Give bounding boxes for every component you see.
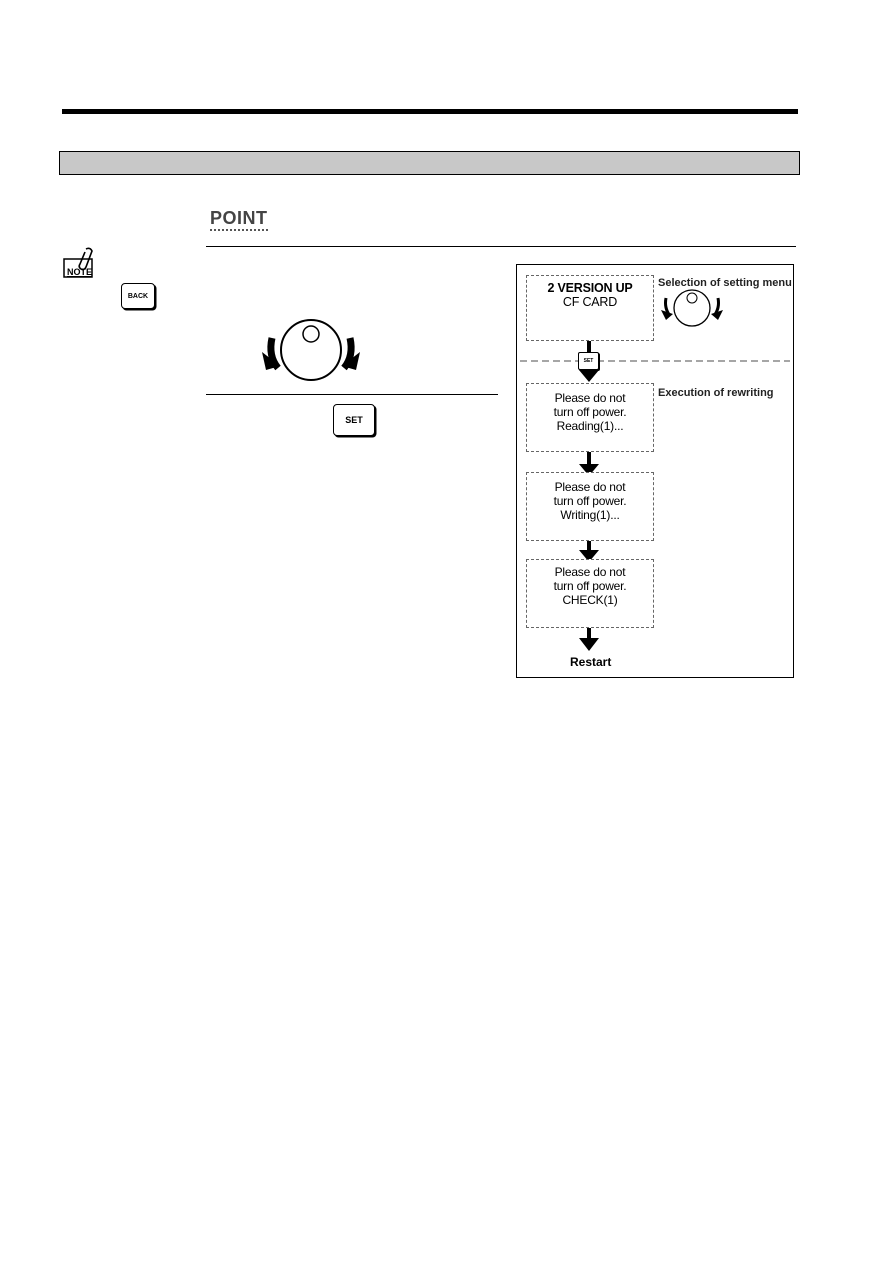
flow-set-key: SET <box>578 352 599 370</box>
label-execution-of-rewriting: Execution of rewriting <box>658 387 774 399</box>
flow-box-version-up: 2 VERSION UP CF CARD <box>526 275 654 341</box>
flow-box-line: 2 VERSION UP <box>547 281 633 295</box>
point-heading: POINT <box>210 208 268 231</box>
back-key: BACK <box>121 283 155 309</box>
section-divider <box>206 394 498 395</box>
flow-box-line: CF CARD <box>562 295 618 309</box>
section-title-bar <box>59 151 800 175</box>
set-key: SET <box>333 404 375 436</box>
flow-box-line: Please do not <box>554 565 626 579</box>
jog-dial-icon <box>262 319 360 381</box>
note-icon: NOTE <box>63 247 93 278</box>
flow-box-check: Please do not turn off power. CHECK(1) <box>526 559 654 628</box>
point-rule <box>206 246 796 247</box>
flow-end-restart: Restart <box>570 655 612 669</box>
flow-box-line: Please do not <box>554 480 626 494</box>
flow-box-line: turn off power. <box>553 579 627 593</box>
top-rule <box>62 109 798 114</box>
note-label: NOTE <box>67 267 92 277</box>
flow-box-line: Writing(1)... <box>560 508 620 522</box>
flow-box-line: turn off power. <box>553 494 627 508</box>
flow-box-reading: Please do not turn off power. Reading(1)… <box>526 383 654 452</box>
flow-box-writing: Please do not turn off power. Writing(1)… <box>526 472 654 541</box>
flow-box-line: Reading(1)... <box>556 419 624 433</box>
flow-box-line: CHECK(1) <box>562 593 618 607</box>
label-selection-of-setting-menu: Selection of setting menu <box>658 277 792 289</box>
flow-box-line: turn off power. <box>553 405 627 419</box>
flow-box-line: Please do not <box>554 391 626 405</box>
